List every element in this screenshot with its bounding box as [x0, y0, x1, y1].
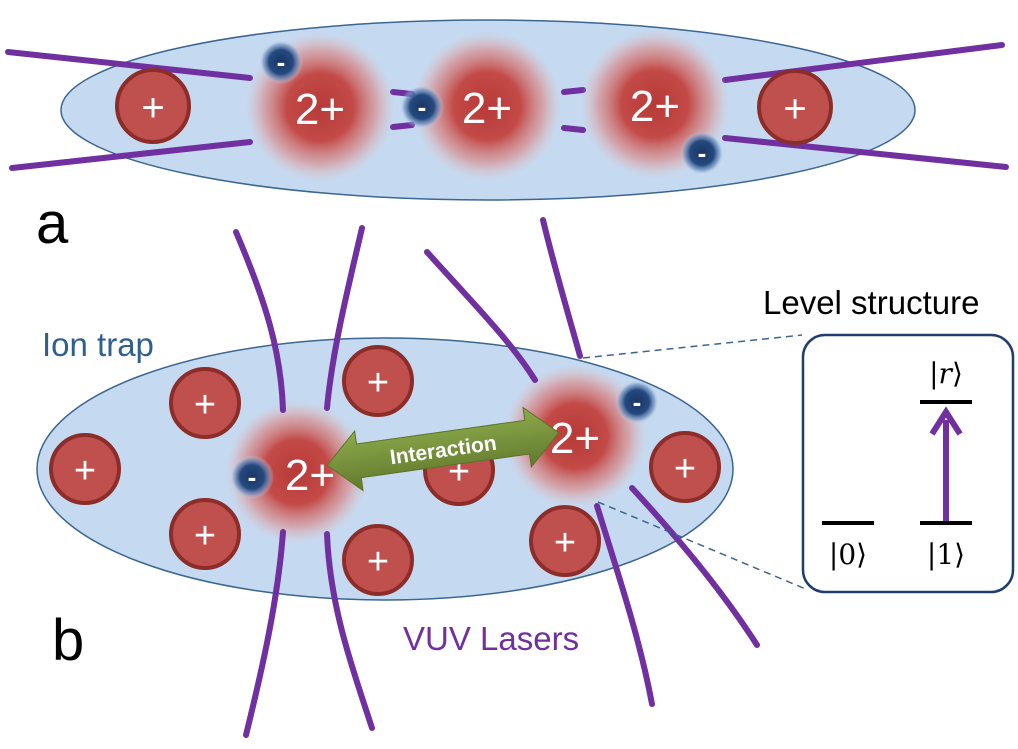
svg-text:+: +: [74, 450, 96, 492]
electron: -: [259, 40, 303, 84]
laser-beam: [424, 249, 538, 383]
laser-beam: [561, 87, 586, 95]
svg-text:+: +: [194, 384, 216, 426]
level-structure-title: Level structure: [763, 284, 979, 321]
laser-beam: [324, 225, 365, 411]
ion-single: +: [529, 505, 601, 577]
panel-b: Ion trap + + + + + + +: [36, 217, 760, 738]
ion-charge: +: [141, 86, 164, 130]
level-label-0: |0⟩: [829, 538, 867, 571]
svg-text:+: +: [194, 515, 216, 557]
electron: -: [615, 380, 659, 424]
zoom-line-top: [582, 334, 803, 359]
panel-label-b: b: [52, 608, 84, 673]
laser-beam: [243, 529, 286, 738]
ion-single: +: [169, 498, 241, 570]
svg-text:-: -: [248, 462, 257, 492]
laser-beam: [5, 49, 253, 81]
panel-a: + + 2+ 2+ 2+ - - -: [5, 19, 1009, 256]
svg-text:2+: 2+: [285, 451, 335, 500]
laser-beam: [722, 42, 1005, 83]
electron: -: [400, 85, 444, 129]
laser-beam: [9, 139, 253, 171]
ion-double: 2+: [503, 364, 647, 508]
laser-beam: [561, 125, 586, 133]
laser-beam: [594, 503, 655, 707]
vuv-lasers-label: VUV Lasers: [403, 620, 579, 657]
ion-charge: +: [783, 87, 806, 131]
svg-text:+: +: [367, 541, 389, 583]
electron: -: [680, 131, 724, 175]
transition-arrow: [929, 406, 963, 521]
svg-text:-: -: [418, 92, 427, 122]
laser-beam: [390, 122, 415, 130]
ion-single: +: [757, 69, 833, 145]
ion-double: 2+: [225, 400, 369, 544]
svg-text:+: +: [367, 362, 389, 404]
level-label-1: |1⟩: [927, 538, 965, 571]
ion-single: +: [115, 68, 191, 144]
laser-beam: [722, 135, 1009, 170]
level-structure-box: [801, 333, 1015, 594]
ion-single: +: [342, 345, 414, 417]
ket-var: r: [939, 357, 954, 390]
svg-text:-: -: [698, 138, 707, 168]
svg-text:-: -: [277, 47, 286, 77]
laser-beams-a: [5, 42, 1009, 171]
ion-charge: 2+: [295, 85, 345, 134]
svg-text:+: +: [554, 522, 576, 564]
svg-text:2+: 2+: [550, 414, 600, 463]
laser-beam: [540, 217, 583, 359]
ket-left: |: [929, 357, 938, 390]
electron: -: [230, 455, 274, 499]
panel-label-a: a: [36, 191, 69, 256]
svg-text:-: -: [633, 387, 642, 417]
ion-double: 2+: [412, 31, 562, 181]
ion-trap-label: Ion trap: [42, 326, 154, 363]
laser-beams-b: [233, 217, 760, 738]
ion-single: +: [649, 431, 721, 503]
ion-single: +: [169, 367, 241, 439]
ion-charge: 2+: [462, 84, 512, 133]
laser-beam: [324, 531, 375, 731]
level-label-r: |r⟩: [929, 357, 963, 390]
level-structure-inset: Level structure |0⟩ |1⟩ |r⟩: [582, 284, 1015, 594]
ion-single: +: [49, 433, 121, 505]
ion-charge: 2+: [630, 82, 680, 131]
ion-single: +: [342, 524, 414, 596]
ket-right: ⟩: [952, 357, 963, 390]
laser-beam: [629, 485, 760, 648]
svg-text:+: +: [674, 448, 696, 490]
laser-beam: [233, 229, 286, 413]
zoom-line-bottom: [597, 501, 809, 591]
